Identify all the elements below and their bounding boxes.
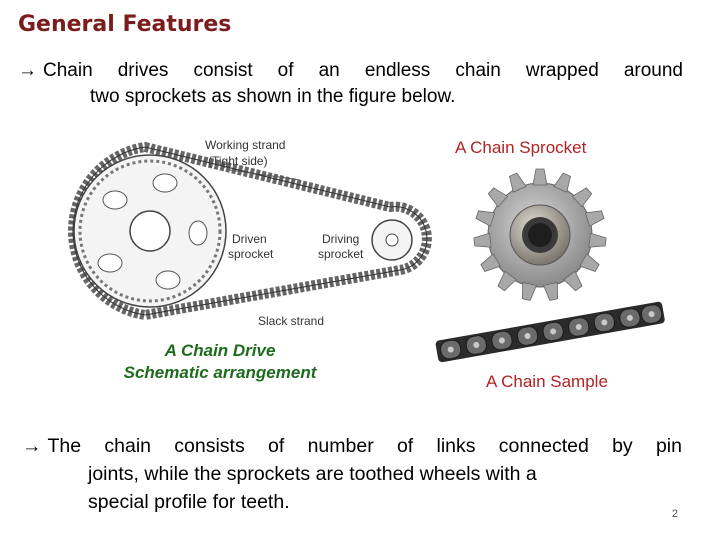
body-text-1: The chain consists of number of links co… xyxy=(47,435,683,457)
chain-drive-caption: A Chain Drive Schematic arrangement xyxy=(90,340,350,384)
chain-drive-caption-line-2: Schematic arrangement xyxy=(123,363,317,382)
body-line-2: joints, while the sprockets are toothed … xyxy=(88,463,537,485)
tight-side-label: (Tight side) xyxy=(208,154,268,168)
intro-paragraph: → Chain drives consist of an endless chai… xyxy=(18,58,683,110)
intro-line-1: → Chain drives consist of an endless chai… xyxy=(18,58,683,84)
slack-strand-label: Slack strand xyxy=(258,314,324,328)
arrow-icon: → xyxy=(22,435,42,457)
driving-label: Driving xyxy=(322,232,359,246)
body-paragraph: →The chain consists of number of links c… xyxy=(22,432,682,516)
chain-sprocket-image xyxy=(473,168,607,301)
driving-sprocket-label: sprocket xyxy=(318,247,364,261)
intro-line-2: two sprockets as shown in the figure bel… xyxy=(90,86,456,107)
driven-sprocket-label: sprocket xyxy=(228,247,274,261)
intro-text-1: Chain drives consist of an endless chain… xyxy=(43,60,683,81)
working-strand-label: Working strand xyxy=(205,138,285,152)
sprocket-caption: A Chain Sprocket xyxy=(455,138,587,157)
page-number: 2 xyxy=(671,508,678,520)
chain-sample-caption: A Chain Sample xyxy=(486,372,608,391)
arrow-icon: → xyxy=(18,60,37,81)
body-line-3: special profile for teeth. xyxy=(88,491,290,513)
chain-drive-caption-line-1: A Chain Drive xyxy=(164,341,276,360)
chain-drive-schematic: Working strand (Tight side) Driven sproc… xyxy=(68,138,432,328)
slide-title: General Features xyxy=(18,12,232,37)
chain-sample-image xyxy=(435,301,665,363)
driven-label: Driven xyxy=(232,232,267,246)
body-line-1: →The chain consists of number of links c… xyxy=(22,432,682,460)
